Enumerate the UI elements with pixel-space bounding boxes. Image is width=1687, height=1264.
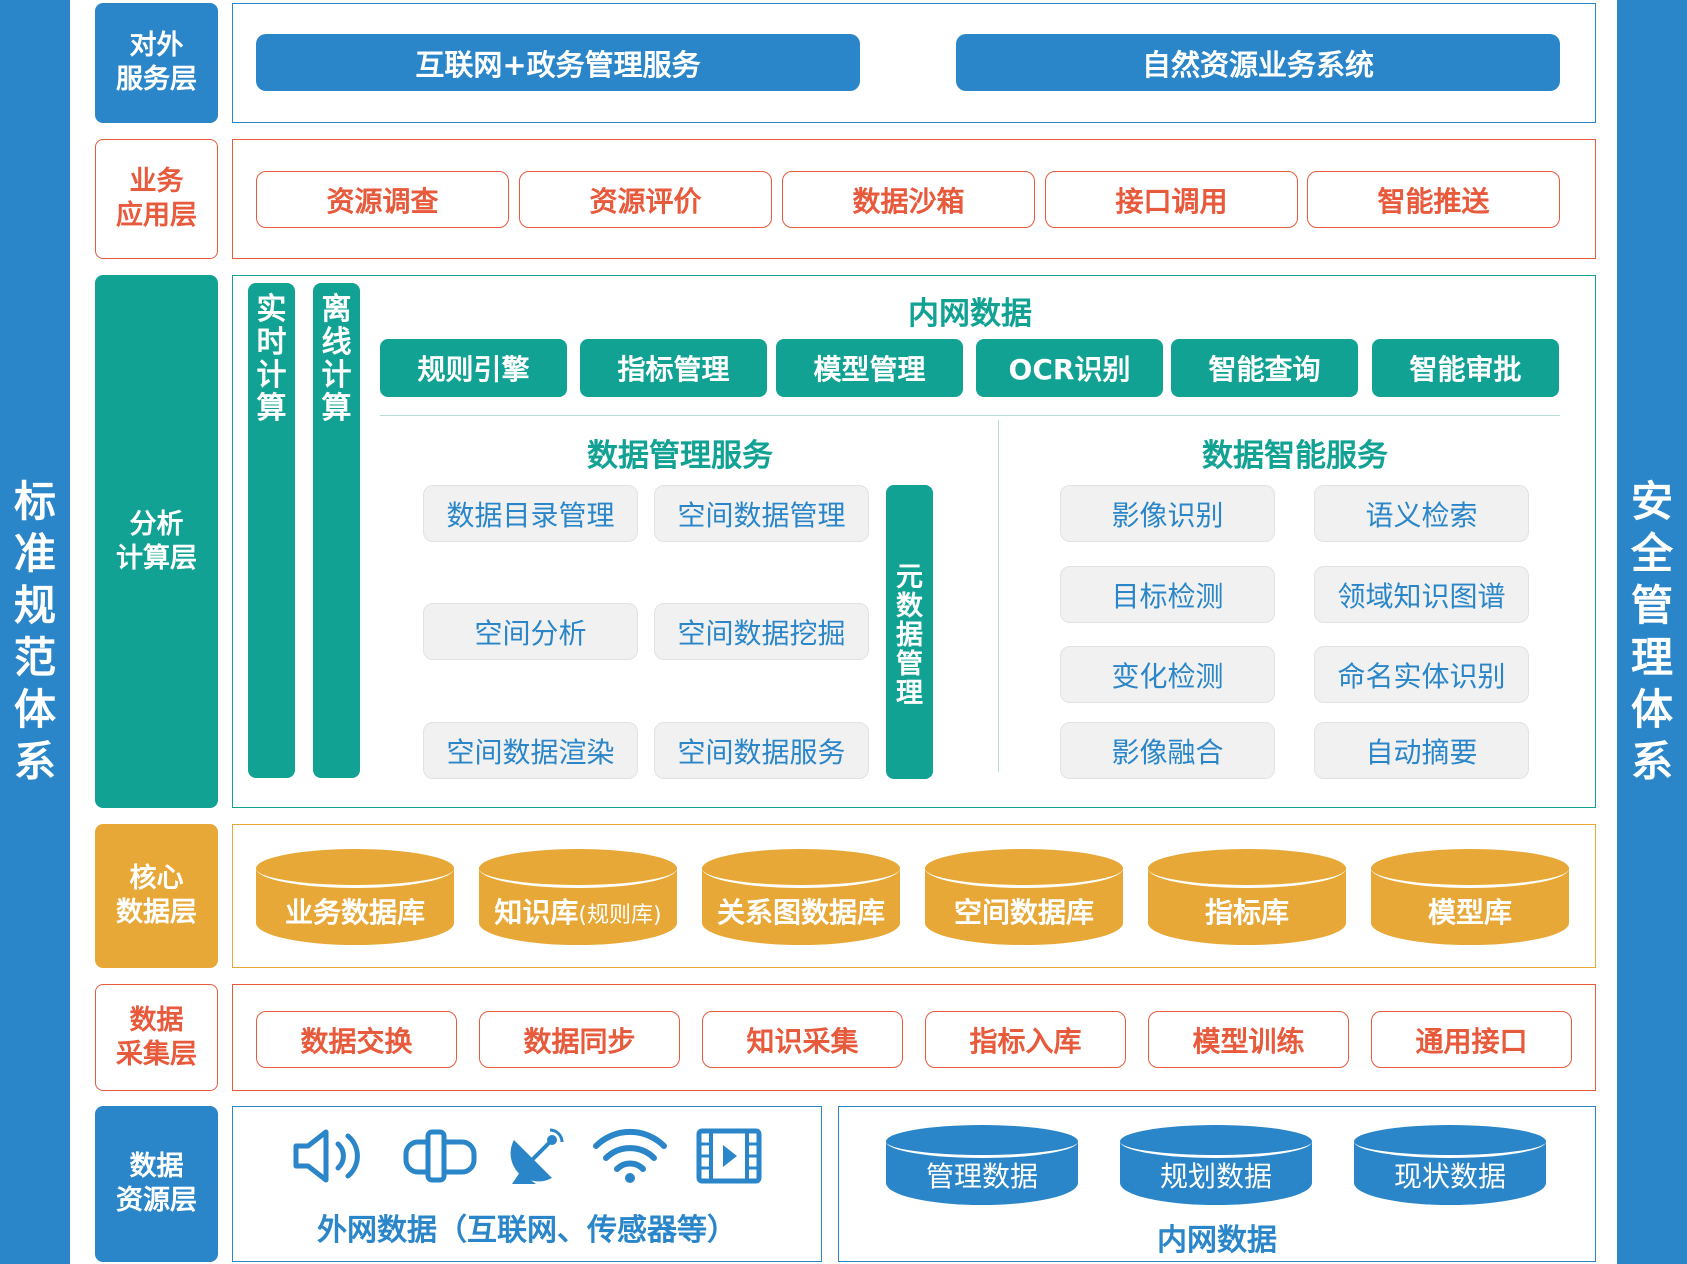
- label-line-2: 资源层: [116, 1185, 197, 1216]
- label-line-2: 应用层: [116, 200, 197, 231]
- core-database: 知识库(规则库): [479, 849, 677, 945]
- core-database-label: 关系图数据库: [716, 896, 885, 929]
- business-item: 接口调用: [1045, 171, 1298, 228]
- data-intel-title: 数据智能服务: [1202, 438, 1388, 474]
- internal-database: 规划数据: [1120, 1125, 1312, 1205]
- tool-item: 指标管理: [580, 339, 767, 397]
- tool-item: 智能查询: [1171, 339, 1358, 397]
- collection-item: 通用接口: [1371, 1011, 1572, 1068]
- section-divider-horizontal: [380, 415, 1560, 416]
- data-intel-item: 影像识别: [1060, 485, 1275, 542]
- realtime-compute-bar: 实时计算: [248, 283, 295, 778]
- data-intel-item: 变化检测: [1060, 646, 1275, 703]
- layer-label-resource: 数据资源层: [95, 1106, 218, 1262]
- core-database-label: 指标库: [1204, 896, 1289, 929]
- label-line-2: 采集层: [116, 1038, 197, 1070]
- data-intel-item: 影像融合: [1060, 722, 1275, 779]
- section-divider-vertical: [998, 420, 999, 772]
- layer-label-core: 核心数据层: [95, 824, 218, 968]
- data-intel-item: 命名实体识别: [1314, 646, 1529, 703]
- data-mgmt-title: 数据管理服务: [587, 438, 773, 474]
- collection-item: 数据同步: [479, 1011, 680, 1068]
- business-item: 数据沙箱: [782, 171, 1035, 228]
- internal-database: 管理数据: [886, 1125, 1078, 1205]
- core-database-label: 模型库: [1427, 896, 1512, 929]
- internal-data-title: 内网数据: [1157, 1223, 1277, 1258]
- tool-item: 智能审批: [1372, 339, 1559, 397]
- data-intel-item: 目标检测: [1060, 566, 1275, 623]
- internal-database-label: 规划数据: [1159, 1160, 1272, 1193]
- layer-label-collection: 数据采集层: [95, 984, 218, 1091]
- left-side-bar: 标准规范体系: [0, 0, 70, 1264]
- label-line-1: 数据: [129, 1004, 184, 1036]
- core-database: 空间数据库: [925, 849, 1123, 945]
- metadata-mgmt-label: 元数据管理: [896, 562, 923, 709]
- data-intel-item: 领域知识图谱: [1314, 566, 1529, 623]
- video-icon: [696, 1128, 762, 1184]
- right-side-label: 安全管理体系: [1630, 477, 1673, 786]
- data-intel-item: 自动摘要: [1314, 722, 1529, 779]
- label-line-2: 服务层: [116, 64, 197, 95]
- data-mgmt-item: 数据目录管理: [423, 485, 638, 542]
- realtime-compute-label: 实时计算: [256, 292, 287, 426]
- data-mgmt-item: 空间数据服务: [654, 722, 869, 779]
- sensor-icon: [403, 1129, 477, 1183]
- data-mgmt-item: 空间数据管理: [654, 485, 869, 542]
- internal-database: 现状数据: [1354, 1125, 1546, 1205]
- business-item: 智能推送: [1307, 171, 1560, 228]
- core-database: 业务数据库: [256, 849, 454, 945]
- core-database: 指标库: [1148, 849, 1346, 945]
- business-item: 资源调查: [256, 171, 509, 228]
- label-line-1: 分析: [129, 508, 184, 540]
- core-panel: [232, 824, 1596, 968]
- collection-item: 指标入库: [925, 1011, 1126, 1068]
- tool-item: 规则引擎: [380, 339, 567, 397]
- speaker-icon: [293, 1129, 360, 1183]
- label-line-1: 对外: [129, 30, 184, 61]
- external-item: 互联网+政务管理服务: [256, 34, 860, 91]
- collection-item: 知识采集: [702, 1011, 903, 1068]
- collection-item: 模型训练: [1148, 1011, 1349, 1068]
- external-data-title: 外网数据（互联网、传感器等）: [317, 1213, 737, 1248]
- tool-item: OCR识别: [976, 339, 1163, 397]
- intranet-data-title: 内网数据: [908, 296, 1032, 332]
- internal-database-label: 管理数据: [925, 1160, 1038, 1193]
- offline-compute-label: 离线计算: [321, 292, 352, 426]
- core-database-label: 知识库(规则库): [494, 896, 662, 929]
- metadata-mgmt-bar: 元数据管理: [886, 485, 933, 779]
- data-mgmt-item: 空间分析: [423, 603, 638, 660]
- label-line-1: 数据: [129, 1151, 184, 1182]
- offline-compute-bar: 离线计算: [313, 283, 360, 778]
- left-side-label: 标准规范体系: [13, 477, 56, 786]
- layer-label-business: 业务应用层: [95, 139, 218, 259]
- label-line-1: 业务: [129, 166, 184, 197]
- core-database-label: 空间数据库: [953, 896, 1094, 929]
- data-intel-item: 语义检索: [1314, 485, 1529, 542]
- data-mgmt-item: 空间数据渲染: [423, 722, 638, 779]
- right-side-bar: 安全管理体系: [1617, 0, 1687, 1264]
- core-database: 关系图数据库: [702, 849, 900, 945]
- collection-panel: [232, 984, 1596, 1091]
- collection-item: 数据交换: [256, 1011, 457, 1068]
- external-item: 自然资源业务系统: [956, 34, 1560, 91]
- core-database: 模型库: [1371, 849, 1569, 945]
- layer-label-external: 对外服务层: [95, 3, 218, 123]
- core-database-label: 业务数据库: [284, 896, 425, 929]
- label-line-2: 计算层: [116, 542, 197, 574]
- wifi-icon: [593, 1128, 667, 1183]
- internal-database-label: 现状数据: [1393, 1160, 1506, 1193]
- tool-item: 模型管理: [776, 339, 963, 397]
- layer-label-analysis: 分析计算层: [95, 275, 218, 808]
- label-line-2: 数据层: [116, 897, 197, 928]
- label-line-1: 核心: [129, 863, 184, 894]
- data-mgmt-item: 空间数据挖掘: [654, 603, 869, 660]
- satellite-dish-icon: [510, 1128, 564, 1184]
- business-item: 资源评价: [519, 171, 772, 228]
